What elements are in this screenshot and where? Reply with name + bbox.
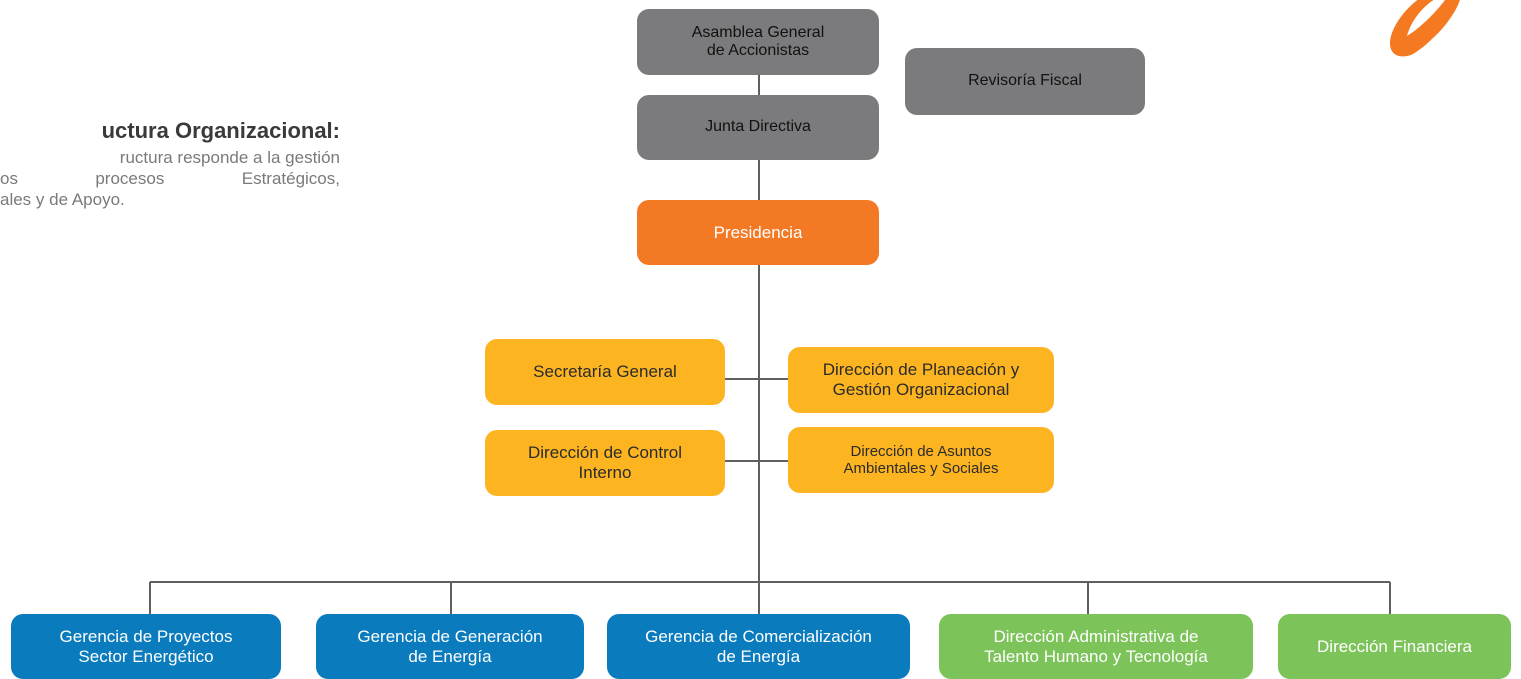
brand-swoosh-logo-icon xyxy=(1390,0,1460,57)
intro-text: uctura Organizacional: ructura responde … xyxy=(0,117,340,210)
projects-box[interactable]: Gerencia de Proyectos Sector Energético xyxy=(11,614,281,679)
assembly-box[interactable]: Asamblea General de Accionistas xyxy=(637,9,879,75)
planning-box[interactable]: Dirección de Planeación y Gestión Organi… xyxy=(788,347,1054,413)
commercialization-box[interactable]: Gerencia de Comercialización de Energía xyxy=(607,614,910,679)
board-box[interactable]: Junta Directiva xyxy=(637,95,879,160)
intro-line-1: ructura responde a la gestión xyxy=(119,147,340,167)
fiscal-review-box[interactable]: Revisoría Fiscal xyxy=(905,48,1145,115)
intro-line-2: os procesos Estratégicos, xyxy=(0,168,340,188)
intro-title: uctura Organizacional: xyxy=(101,118,340,143)
presidency-box[interactable]: Presidencia xyxy=(637,200,879,265)
intro-line-3: ales y de Apoyo. xyxy=(0,190,125,209)
admin-hr-tech-box[interactable]: Dirección Administrativa de Talento Huma… xyxy=(939,614,1253,679)
general-secretary-box[interactable]: Secretaría General xyxy=(485,339,725,405)
internal-control-box[interactable]: Dirección de Control Interno xyxy=(485,430,725,496)
generation-box[interactable]: Gerencia de Generación de Energía xyxy=(316,614,584,679)
environmental-social-box[interactable]: Dirección de Asuntos Ambientales y Socia… xyxy=(788,427,1054,493)
finance-box[interactable]: Dirección Financiera xyxy=(1278,614,1511,679)
